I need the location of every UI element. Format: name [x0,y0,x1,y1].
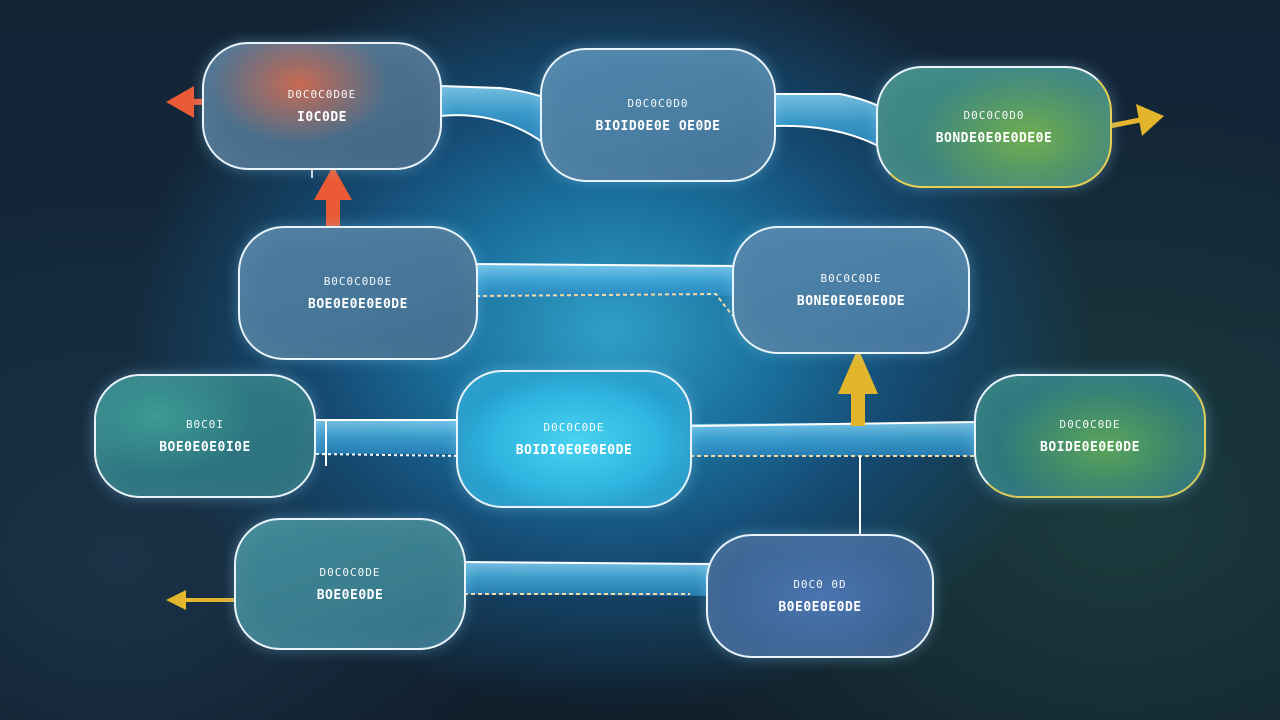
diagram-node-d[interactable]: B0C0C0D0E BOE0E0E0E0DE [238,226,478,360]
node-d-caption: B0C0C0D0E [323,274,393,288]
diagram-node-h[interactable]: D0C0C0DE BOIDE0E0E0DE [974,374,1206,498]
diagram-node-g[interactable]: D0C0C0DE BOIDI0E0E0E0DE [456,370,692,508]
node-c-caption: D0C0C0D0 [963,108,1025,122]
node-i-caption: D0C0C0DE [319,565,381,579]
node-f-caption: B0C0I [185,417,225,431]
diagram-node-a[interactable]: D0C0C0D0E I0C0DE [202,42,442,170]
node-j-caption: D0C0 0D [793,577,847,591]
yellow-arrow-left [166,590,236,610]
node-e-label: BONE0E0E0E0DE [796,293,906,309]
node-b-caption: D0C0C0D0 [627,96,689,110]
yellow-arrow-up [838,348,878,426]
node-h-caption: D0C0C0DE [1059,417,1121,431]
node-i-label: BOE0E0DE [316,587,384,603]
connector-g-h [689,421,977,540]
node-b-label: BIOID0E0E OE0DE [595,118,721,134]
node-a-caption: D0C0C0D0E [287,87,357,101]
node-g-caption: D0C0C0DE [543,420,605,434]
diagram-node-b[interactable]: D0C0C0D0 BIOID0E0E OE0DE [540,48,776,182]
node-j-label: B0E0E0E0DE [778,599,862,615]
node-f-label: BOE0E0E0I0E [159,439,251,455]
diagram-node-j[interactable]: D0C0 0D B0E0E0E0DE [706,534,934,658]
connector-b-c [775,93,891,151]
node-d-label: BOE0E0E0E0DE [308,296,408,312]
diagram-node-e[interactable]: B0C0C0DE BONE0E0E0E0DE [732,226,970,354]
connector-d-e [469,263,751,335]
node-a-label: I0C0DE [297,109,347,125]
connector-a-b [439,85,549,147]
node-e-caption: B0C0C0DE [820,271,882,285]
diagram-node-c[interactable]: D0C0C0D0 BONDE0E0E0DE0E [876,66,1112,188]
connector-f-g [315,419,463,466]
node-h-label: BOIDE0E0E0DE [1040,439,1140,455]
diagram-node-f[interactable]: B0C0I BOE0E0E0I0E [94,374,316,498]
node-c-label: BONDE0E0E0DE0E [935,130,1053,146]
node-g-label: BOIDI0E0E0E0DE [515,442,633,458]
diagram-node-i[interactable]: D0C0C0DE BOE0E0DE [234,518,466,650]
red-arrow-up [314,166,352,228]
